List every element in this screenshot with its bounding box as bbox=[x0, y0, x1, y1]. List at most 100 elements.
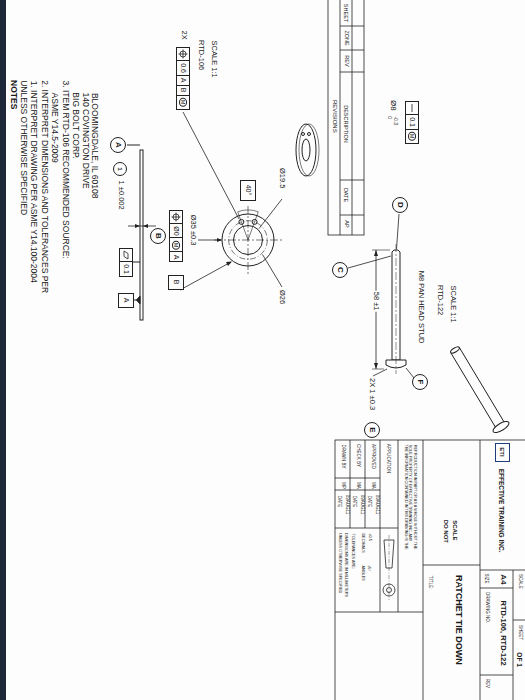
tolerance-note: UNLESS OTHERWISE SPECIFIED bbox=[338, 533, 342, 593]
feature-control-frame: Ø0MA bbox=[169, 210, 183, 262]
tolerance-text: 0 bbox=[386, 116, 392, 119]
feature-control-frame: 0.6ABM bbox=[176, 47, 190, 110]
frame-cell: A bbox=[177, 75, 189, 85]
logo-text: ETI bbox=[499, 447, 506, 456]
dimension-text: 58 ±1 bbox=[372, 290, 380, 311]
title-block bbox=[380, 440, 381, 612]
legal-text: THE INFORMATION CONTAINED IN THIS DRAWIN… bbox=[403, 444, 407, 549]
sheet-size: A4 bbox=[498, 574, 507, 584]
modifier-symbol: M bbox=[408, 132, 416, 141]
dimension-text: 2X 1 ±0.3 bbox=[368, 378, 376, 410]
rtd106-isometric bbox=[308, 133, 311, 136]
callout-balloon: D bbox=[392, 197, 408, 213]
warning-text: SCALE bbox=[452, 520, 459, 540]
rtd106-side-view bbox=[127, 145, 140, 146]
datum-letter: A bbox=[122, 298, 130, 303]
leader-line bbox=[183, 112, 239, 219]
table-header: DATE bbox=[343, 188, 349, 202]
callout-balloon: A bbox=[110, 137, 126, 153]
datum-feature: A bbox=[118, 293, 134, 308]
frame-cell: E bbox=[365, 423, 379, 437]
title-block bbox=[513, 570, 514, 700]
title-block bbox=[480, 675, 513, 676]
gdt-symbol bbox=[172, 213, 181, 222]
callout-balloon: E bbox=[364, 422, 380, 438]
leader-line bbox=[180, 262, 231, 290]
legal-text: REPRODUCTION IN PART OR AS A WHOLE WITHO… bbox=[413, 444, 417, 549]
datum-feature: B bbox=[168, 275, 184, 290]
table-header: AP bbox=[343, 220, 349, 227]
modifier-symbol: M bbox=[172, 240, 180, 249]
tolerance-text: -0.3 bbox=[392, 116, 398, 125]
title-block-text: TITLE: bbox=[427, 575, 432, 589]
title-block bbox=[335, 440, 525, 700]
frame-cell: ETI bbox=[496, 444, 509, 461]
title-block bbox=[335, 612, 423, 613]
leader-line bbox=[348, 256, 391, 268]
frame-cell: 0.6 bbox=[177, 60, 189, 75]
title-block-text: 09AUG11 bbox=[359, 495, 364, 514]
feature-control-frame: 0.1 bbox=[119, 248, 133, 277]
callout-balloon: B bbox=[150, 228, 166, 244]
table-header: SHEET bbox=[343, 4, 349, 22]
frame-cell: Ø0 bbox=[170, 223, 182, 237]
rtd122-isometric bbox=[450, 346, 511, 435]
title-block bbox=[513, 620, 525, 621]
frame-cell: B bbox=[151, 229, 165, 243]
gdt-symbol-cell bbox=[177, 48, 189, 60]
tolerance-value: Ø0 bbox=[172, 226, 180, 235]
tolerance-value: 0.1 bbox=[122, 264, 130, 274]
title-block-text: CHECK BY bbox=[355, 444, 360, 467]
title-block-text: 09AUG11 bbox=[344, 495, 349, 514]
rtd122-stud-view bbox=[372, 250, 390, 251]
gdt-symbol bbox=[170, 211, 182, 223]
title-block-text: MA bbox=[369, 482, 374, 489]
basic-dimension: 40° bbox=[240, 180, 256, 201]
rtd122-isometric bbox=[451, 353, 496, 428]
frame-cell: F bbox=[413, 375, 427, 389]
tolerance-value: 0.1 bbox=[408, 117, 416, 127]
title-block bbox=[335, 528, 398, 529]
datum-letter: B bbox=[172, 280, 180, 285]
dimension-text: Ø35 ±0.3 bbox=[188, 214, 196, 245]
title-block-text: DRAWING NO. bbox=[483, 592, 488, 623]
title-block bbox=[335, 440, 525, 700]
leader-line bbox=[259, 199, 282, 229]
note-heading: NOTES bbox=[8, 80, 17, 109]
note-text: BLOOMINGDALE, IL 60108 bbox=[90, 92, 99, 198]
title-block-text: APPLICATION bbox=[385, 444, 390, 473]
part-number: RTD-106 bbox=[197, 40, 205, 70]
title-block-text: DATE bbox=[336, 495, 341, 507]
callout-letter: F bbox=[416, 380, 425, 385]
company-name: EFFECTIVE TRAINING INC. bbox=[498, 468, 505, 552]
revisions-table bbox=[340, 50, 364, 51]
rtd106-side-view bbox=[128, 226, 156, 227]
frame-cell: 0.1 bbox=[406, 114, 418, 129]
callout-letter: A bbox=[114, 142, 123, 148]
rtd106-isometric bbox=[302, 139, 310, 161]
rtd106-isometric bbox=[296, 124, 319, 176]
note-number: 1 bbox=[117, 167, 124, 170]
gdt-symbol bbox=[412, 104, 413, 112]
leader-line bbox=[217, 238, 222, 242]
revisions-table bbox=[352, 0, 353, 235]
tolerance-note: TOLERANCES ARE: bbox=[350, 533, 354, 568]
rtd122-stud-view bbox=[374, 363, 378, 369]
title-block-text: SCALE bbox=[516, 574, 521, 589]
tolerance-note: ±0.5 bbox=[367, 533, 371, 540]
leader-line bbox=[180, 112, 414, 378]
frame-cell: 1 bbox=[114, 163, 126, 175]
title-block-text: DATE bbox=[351, 495, 356, 507]
gdt-symbol bbox=[406, 102, 418, 114]
rtd106-side-view bbox=[143, 224, 148, 228]
revisions-table bbox=[340, 0, 341, 235]
rtd106-front-view bbox=[238, 212, 248, 240]
legal-text: SOLE PROPERTY OF EFFECTIVE TRAINING INC.… bbox=[408, 444, 412, 541]
frame-cell: M bbox=[170, 237, 182, 251]
table-header: REV bbox=[343, 55, 349, 66]
note-text: BIG BOLT CORP. bbox=[70, 92, 79, 159]
title-block bbox=[480, 588, 513, 589]
leader-line bbox=[397, 214, 400, 249]
part-number: RTD-122 bbox=[436, 285, 444, 315]
